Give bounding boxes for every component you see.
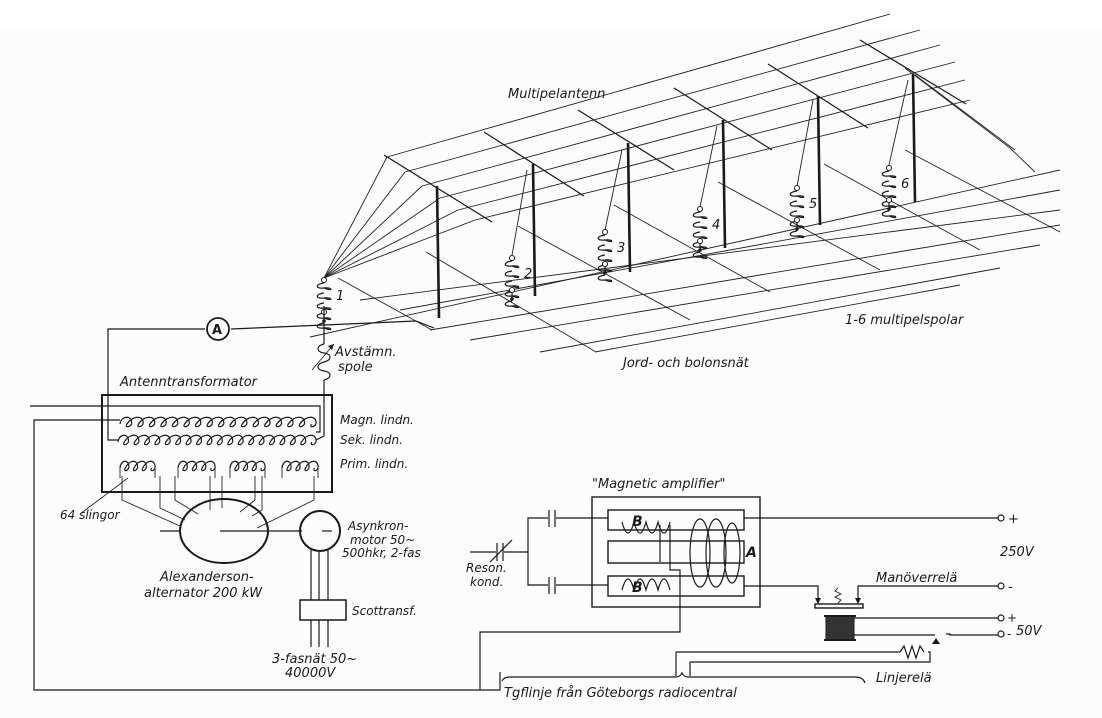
scott-transformer-icon xyxy=(299,599,347,621)
multiple-coil-icon: 5 xyxy=(789,185,817,239)
antenna-title: Multipelantenn xyxy=(508,87,605,102)
masts xyxy=(435,73,917,319)
grid-label-2: 40000V xyxy=(285,666,336,681)
tuning-coil-label-2: spole xyxy=(338,360,373,375)
amplifier-label: "Magnetic amplifier" xyxy=(592,477,725,492)
motor-label-2: motor 50~ xyxy=(350,533,415,547)
ammeter-icon xyxy=(206,317,230,341)
alternator-label-1: Alexanderson- xyxy=(159,570,254,585)
terminal-50v-minus: - xyxy=(1007,627,1011,641)
grid-label-1: 3-fasnät 50~ xyxy=(272,652,357,667)
motor-label-3: 500hkr, 2-fas xyxy=(342,546,421,560)
multiple-coil-icon: 3 xyxy=(597,229,625,283)
coil-number: 5 xyxy=(809,197,817,212)
tuning-coil-label-1: Avstämn. xyxy=(334,345,396,360)
control-coil-a-icon xyxy=(689,518,741,588)
line-relay-resistor-icon xyxy=(899,644,925,660)
transformer-label: Antenntransformator xyxy=(119,375,259,390)
supply-and-relays: + - + - 250V 50V Manöverrelä Linjerelä T… xyxy=(501,512,1043,701)
motor-icon xyxy=(299,510,341,552)
scott-label: Scottransf. xyxy=(352,604,417,618)
voltage-50v-label: 50V xyxy=(1016,624,1043,639)
control-relay-icon xyxy=(814,587,864,641)
winding-label-sek: Sek. lindn. xyxy=(340,433,403,447)
antenna-transformer: Antenntransformator Magn. lindn. Sek. li… xyxy=(30,375,501,691)
tuning-coil-icon xyxy=(311,343,335,381)
loops-label: 64 slingor xyxy=(60,508,121,522)
downleads xyxy=(511,79,909,256)
coil-number: 3 xyxy=(617,241,625,256)
multiple-coil-icon: 4 xyxy=(692,206,720,260)
terminal-50v-plus: + xyxy=(1007,611,1017,625)
ground-network-label: Jord- och bolonsnät xyxy=(620,356,750,371)
control-relay-label: Manöverrelä xyxy=(876,571,957,586)
antenna-circuit: A Avstämn. spole xyxy=(107,306,435,436)
line-relay-label: Linjerelä xyxy=(876,671,932,686)
coils-caption: 1-6 multipelspolar xyxy=(845,313,965,328)
coil-number: 4 xyxy=(712,218,720,233)
voltage-250v-label: 250V xyxy=(1000,545,1035,560)
multiple-antenna: 1 2 3 4 5 6 Multipelantenn 1-6 multipelspolar… xyxy=(309,13,1061,371)
coil-number: 2 xyxy=(524,267,532,282)
coupling-capacitor-bottom-icon xyxy=(548,577,556,594)
alternator-assembly: 64 slingor Alexanderson- alternator 200 … xyxy=(60,476,421,681)
coupling-capacitor-top-icon xyxy=(548,510,556,527)
terminal-250v-minus: - xyxy=(1008,580,1013,595)
coil-number: 6 xyxy=(901,177,909,192)
motor-label-1: Asynkron- xyxy=(347,519,408,533)
crossarms xyxy=(383,39,967,223)
resonance-capacitor-icon xyxy=(489,539,513,563)
telegraph-line-label: Tgflinje från Göteborgs radiocentral xyxy=(504,686,737,701)
winding-label-magn: Magn. lindn. xyxy=(340,413,414,427)
winding-label-prim: Prim. lindn. xyxy=(340,457,408,471)
multiple-coil-icon: 1 xyxy=(316,277,344,331)
resonance-capacitor-label-2: kond. xyxy=(470,575,503,589)
coil-number: 1 xyxy=(336,289,344,304)
terminal-250v-plus: + xyxy=(1008,512,1019,527)
multiple-coil-icon: 6 xyxy=(881,165,909,219)
antenna-wires xyxy=(323,13,1036,279)
core-b-top-label: B xyxy=(632,514,643,530)
multiple-coil-icon: 2 xyxy=(504,255,532,309)
alternator-label-2: alternator 200 kW xyxy=(144,586,263,601)
magnetic-amplifier: "Magnetic amplifier" B B A xyxy=(466,477,761,690)
core-a-label: A xyxy=(745,545,757,561)
resonance-capacitor-label-1: Reson. xyxy=(466,561,507,575)
core-b-bottom-label: B xyxy=(632,580,643,596)
drawing-sheet xyxy=(0,30,1102,718)
ammeter-symbol: A xyxy=(212,323,222,338)
